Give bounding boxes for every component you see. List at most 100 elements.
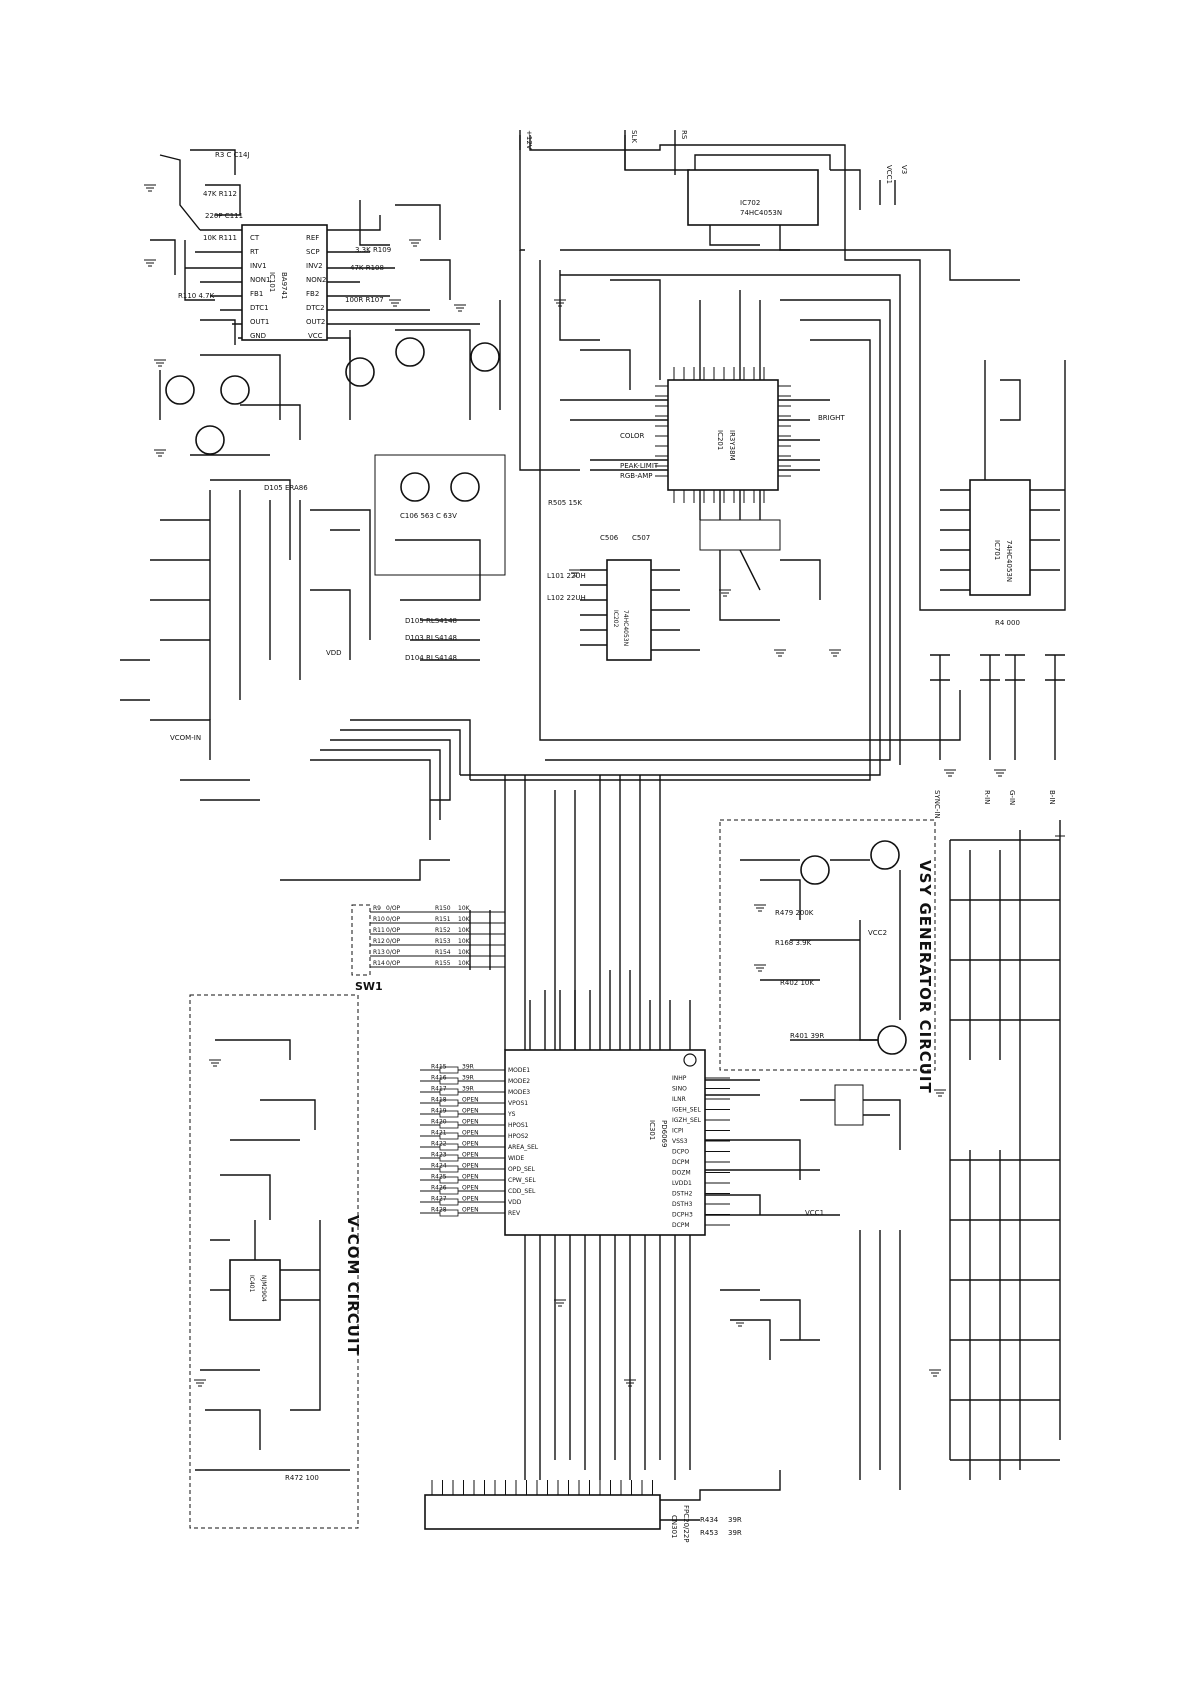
ic301-left-pin-name: OPD_SEL	[508, 1166, 536, 1173]
sw1-pull-ref: R150	[435, 905, 451, 912]
ic301-left-pin-name: AREA_SEL	[508, 1144, 539, 1151]
sw1-pull-ref: R152	[435, 927, 451, 934]
sw1-pull-value: 10K	[458, 905, 471, 912]
ic701-part: 74HC4053N	[1005, 540, 1013, 582]
ic101-pin-fb1: FB1	[250, 290, 263, 298]
r-in-label: R-IN	[983, 790, 991, 804]
svg-text:C106 563 C 63V: C106 563 C 63V	[400, 512, 457, 520]
r107-label: 100R R107	[345, 296, 384, 304]
ic301-left-res-value: OPEN	[462, 1130, 479, 1137]
bright-label: BRIGHT	[818, 414, 845, 422]
ic301-left-pin-name: CPW_SEL	[508, 1177, 536, 1184]
sw1-res-ref: R14	[373, 960, 385, 967]
svg-text:220P C111: 220P C111	[205, 212, 243, 220]
ic101-pin-ct: CT	[250, 234, 260, 242]
ic202-74hc4053: IC202 74HC4053N	[580, 559, 700, 661]
sw1-res-ref: R10	[373, 916, 385, 923]
ground-symbol	[719, 589, 731, 597]
transformer-t2: C106 563 C 63V D103 RLS4148 D104 RLS4148…	[374, 454, 506, 662]
resistor	[439, 1198, 459, 1206]
ic101-support-components: R3 C C14J 47K R112 220P C111 10K R111 R1…	[150, 149, 451, 345]
ic301-left-pin-name: MODE2	[508, 1078, 530, 1085]
ground-symbol	[389, 299, 401, 307]
ic301-left-res-ref: R423	[431, 1152, 447, 1159]
ic301-right-pin-name: DSTH3	[672, 1201, 693, 1208]
ic702-ref: IC702	[740, 199, 760, 207]
power-bus-wiring	[280, 135, 1066, 1470]
ic301-left-res-ref: R424	[431, 1163, 447, 1170]
ic301-left-res-ref: R427	[431, 1196, 447, 1203]
ic301-right-pin-name: DCPH3	[672, 1212, 693, 1219]
ic101-pin-dtc2: DTC2	[306, 304, 325, 312]
ground-symbol	[454, 304, 466, 312]
resistor	[439, 1066, 459, 1074]
sw1-res-value: 0/OP	[386, 938, 401, 945]
resistor	[439, 1110, 459, 1118]
ic301-left-res-value: 39R	[462, 1075, 474, 1082]
cn301-part: FPC20/22P	[682, 1505, 690, 1543]
ic301-left-pin-name: HPOS2	[508, 1133, 529, 1140]
ic701-ref: IC701	[993, 540, 1001, 560]
ic301-left-res-value: OPEN	[462, 1108, 479, 1115]
ic301-left-res-value: OPEN	[462, 1141, 479, 1148]
sw1-label: SW1	[355, 980, 383, 993]
vsy-generator-circuit: VSY GENERATOR CIRCUIT R168 3.9K R479 200…	[719, 819, 936, 1094]
ic701-74hc4053: IC701 74HC4053N R4 000	[940, 360, 1065, 627]
ic702-part: 74HC4053N	[740, 209, 782, 217]
b-in-label: B-IN	[1048, 790, 1056, 805]
c507-label: C507	[632, 534, 650, 542]
ic301-left-res-ref: R428	[431, 1207, 447, 1214]
top-label-vcc1: VCC1	[885, 165, 893, 184]
cn301-connector: CN301 FPC20/22P R434 39R R453 39R	[424, 1470, 781, 1543]
ground-symbol	[554, 299, 566, 307]
ic301-right-pin-name: DCPM	[672, 1222, 690, 1229]
svg-text:10K R111: 10K R111	[203, 234, 237, 242]
sw1-pull-value: 10K	[458, 949, 471, 956]
sw1-pull-value: 10K	[458, 960, 471, 967]
r108-label: 47K R108	[350, 264, 384, 272]
sw1-pull-ref: R151	[435, 916, 451, 923]
ground-symbol	[829, 649, 841, 657]
sw1-res-value: 0/OP	[386, 949, 401, 956]
ic301-right-pin-name: DOZM	[672, 1170, 691, 1177]
ic101-pin-rt: RT	[250, 248, 259, 256]
vcom-title: V-COM CIRCUIT	[344, 1215, 362, 1356]
ic301-left-res-ref: R419	[431, 1108, 447, 1115]
ic101-pin-non1: NON1	[250, 276, 270, 284]
sw1-res-value: 0/OP	[386, 916, 401, 923]
l101-label: L101 22UH	[547, 572, 586, 580]
r109-label: 3.3K R109	[355, 246, 391, 254]
r453-label: R453	[700, 1529, 718, 1537]
ic301-left-pin-name: YS	[507, 1111, 516, 1118]
resistor	[439, 1099, 459, 1107]
ic401-ref: IC401	[248, 1275, 255, 1293]
ground-symbol	[409, 239, 421, 247]
ground-symbols	[144, 184, 1006, 1387]
sw1-pull-value: 10K	[458, 916, 471, 923]
ic101-ba9741: CT RT INV1 NON1 FB1 DTC1 OUT1 GND REF SC…	[185, 215, 480, 360]
ground-symbol	[754, 904, 766, 912]
ic301-left-res-value: OPEN	[462, 1119, 479, 1126]
ic301-right-pin-name: IGEH_SEL	[672, 1107, 701, 1114]
r112-label: 47K R112	[203, 190, 237, 198]
transistor-group-left	[159, 300, 501, 456]
ic301-left-res-ref: R416	[431, 1075, 447, 1082]
ground-symbol	[934, 1089, 946, 1097]
sw1-res-value: 0/OP	[386, 905, 401, 912]
sw1-pull-ref: R155	[435, 960, 451, 967]
ground-symbol	[569, 569, 581, 577]
peak-limit-label: PEAK-LIMIT	[620, 462, 659, 470]
ic202-ref: IC202	[612, 610, 619, 628]
ground-symbol	[774, 649, 786, 657]
ic301-right-pin-name: SINO	[672, 1086, 687, 1093]
ic301-ref: IC301	[648, 1120, 656, 1140]
ic101-pin-vcc: VCC	[308, 332, 323, 340]
top-signal-labels: +12V SLK RS VCC1 V3	[519, 130, 908, 205]
r472-label: R472 100	[285, 1474, 319, 1482]
ic301-left-res-ref: R425	[431, 1174, 447, 1181]
power-supply-transformer: D105 ERA86 VCOM-IN VDD	[120, 479, 371, 801]
c506-label: C506	[600, 534, 619, 542]
ic301-left-pin-name: CDD_SEL	[508, 1188, 536, 1195]
ic101-ref: IC101	[268, 272, 276, 292]
